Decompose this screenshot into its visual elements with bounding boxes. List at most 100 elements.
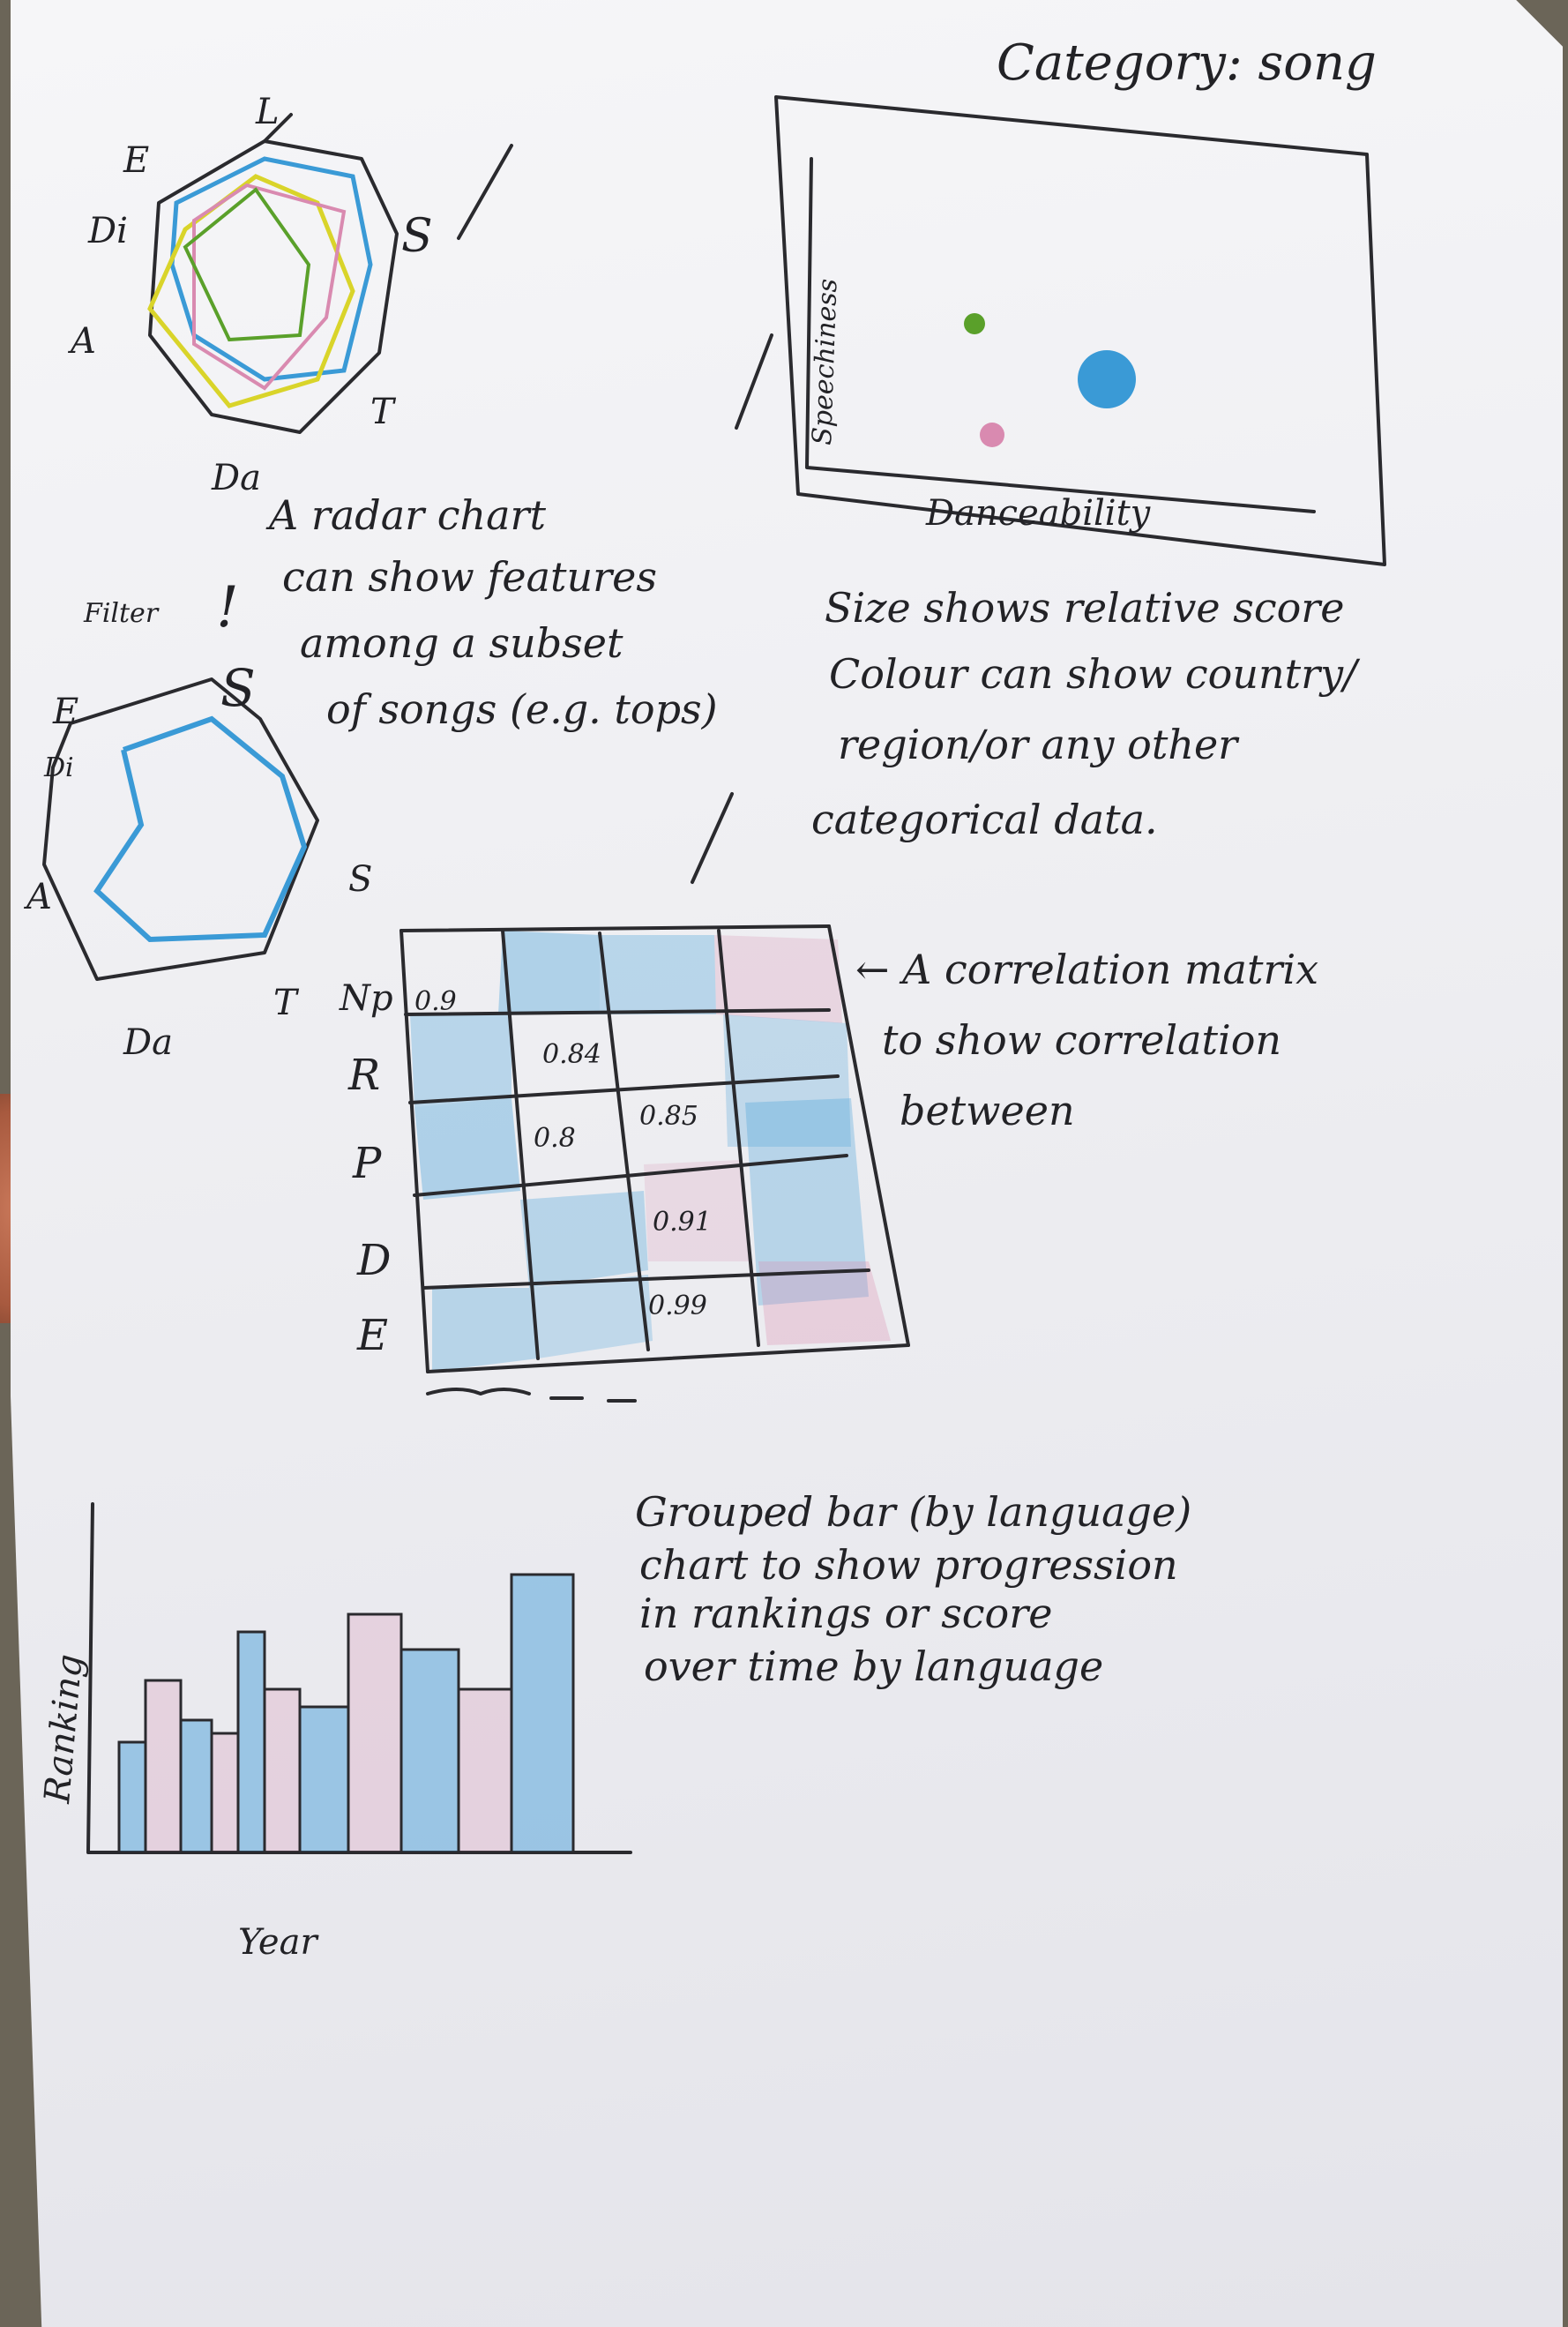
scatter-note-line-2: Colour can show country/ — [829, 650, 1361, 698]
filter-label: Filter — [83, 598, 160, 629]
radar-1-axis-a: A — [67, 321, 96, 362]
matrix-cell: 0.85 — [639, 1101, 698, 1132]
matrix-note-line-3: between — [900, 1087, 1075, 1134]
matrix-cell: 0.9 — [414, 986, 457, 1017]
bar-blue — [510, 1573, 575, 1854]
radar-1-series-pink — [192, 183, 347, 391]
matrix-note: ← A correlation matrix to show correlati… — [855, 946, 1318, 1134]
divider-stroke-2 — [691, 792, 734, 884]
scatter-frame — [774, 95, 1386, 566]
radar-chart-1: L S T Da A Di E — [67, 92, 433, 498]
scatter-note-line-4: categorical data. — [811, 796, 1158, 843]
paper-sheet — [11, 0, 1563, 2327]
bar-blue — [179, 1718, 213, 1854]
matrix-shade — [529, 1275, 653, 1358]
radar-1-tick — [263, 113, 293, 143]
radar-1-axis-e: E — [123, 140, 149, 181]
bar-note: Grouped bar (by language) chart to show … — [635, 1488, 1191, 1690]
scatter-side-stroke — [735, 333, 773, 430]
scatter-plot: Danceability Speechiness — [735, 95, 1386, 566]
radar-1-series-yellow — [147, 174, 355, 408]
radar-2-axis-a: A — [23, 877, 52, 917]
radar-2-series-blue — [93, 715, 308, 943]
radar-2-axis-e: E — [52, 692, 78, 732]
bar-pink — [457, 1687, 513, 1854]
bar-note-line-3: in rankings or score — [639, 1590, 1052, 1637]
matrix-gridline — [501, 929, 540, 1360]
matrix-row-d: D — [356, 1236, 391, 1285]
matrix-note-line-2: to show correlation — [882, 1016, 1281, 1064]
scatter-y-label: Speechiness — [807, 278, 844, 445]
category-heading: Category: song — [997, 34, 1377, 92]
radar-1-outline — [148, 139, 399, 434]
radar-1-axis-di: Di — [87, 211, 128, 251]
matrix-shade — [414, 1098, 520, 1200]
bar-chart-y-label: Ranking — [37, 1652, 91, 1805]
scatter-point-green — [964, 313, 985, 334]
matrix-shade — [714, 935, 842, 1023]
matrix-row-r: R — [347, 1051, 380, 1100]
radar-note-line-3: among a subset — [300, 619, 623, 667]
matrix-underline — [426, 1388, 637, 1403]
scatter-point-pink — [980, 423, 1004, 447]
matrix-gridline — [399, 924, 831, 932]
bar-blue — [117, 1740, 147, 1854]
radar-2-outline — [42, 677, 319, 981]
radar-2-axis-s2: S — [348, 859, 372, 900]
scatter-note: Size shows relative score Colour can sho… — [811, 584, 1361, 843]
radar-1-axis-da: Da — [211, 458, 261, 498]
scatter-point-blue — [1078, 350, 1136, 408]
matrix-cell: 0.8 — [534, 1123, 576, 1154]
matrix-shade — [758, 1261, 891, 1345]
bar-note-line-4: over time by language — [644, 1642, 1103, 1690]
radar-2-axis-t: T — [273, 983, 300, 1023]
bar-pink — [263, 1687, 302, 1854]
matrix-cell: 0.84 — [542, 1039, 601, 1070]
radar-note-line-1: A radar chart — [265, 491, 547, 539]
scatter-axes — [805, 157, 1316, 513]
matrix-shade — [410, 1014, 511, 1107]
matrix-gridline — [717, 929, 760, 1347]
bar-pink — [144, 1679, 183, 1854]
matrix-row-p: P — [352, 1139, 382, 1188]
bar-pink — [347, 1612, 403, 1854]
radar-note: A radar chart can show features among a … — [265, 491, 718, 733]
correlation-matrix: Np R P D E 0.9 0.84 0.8 0.85 0.91 0.99 — [339, 924, 910, 1403]
scatter-note-line-3: region/or any other — [838, 721, 1240, 768]
matrix-cell: 0.99 — [648, 1291, 707, 1321]
matrix-gridline — [598, 932, 650, 1351]
matrix-shade — [600, 935, 716, 1014]
bar-chart-bars — [117, 1573, 575, 1854]
matrix-shade — [498, 931, 600, 1014]
bar-blue — [236, 1630, 266, 1854]
radar-1-axis-s: S — [401, 210, 433, 263]
matrix-shade — [520, 1191, 648, 1288]
radar-2-axis-s1: S — [220, 658, 256, 718]
bar-blue — [298, 1705, 350, 1854]
matrix-gridline — [827, 924, 910, 1347]
scatter-x-label: Danceability — [925, 493, 1152, 534]
matrix-gridline — [422, 1268, 870, 1290]
divider-stroke-1 — [457, 144, 513, 240]
radar-2-axis-da: Da — [123, 1022, 173, 1063]
matrix-note-line-1: ← A correlation matrix — [855, 946, 1318, 993]
matrix-row-e: E — [356, 1311, 388, 1360]
bar-note-line-2: chart to show progression — [639, 1541, 1178, 1589]
radar-1-series-blue — [169, 156, 373, 382]
radar-chart-2: S S T Da A Di E — [23, 658, 372, 1063]
grouped-bar-chart: Ranking Year — [37, 1502, 632, 1963]
radar-note-line-2: can show features — [282, 553, 657, 601]
matrix-gridline — [408, 1074, 840, 1104]
bar-blue — [399, 1648, 460, 1854]
matrix-shade — [745, 1098, 869, 1306]
radar-1-series-green — [183, 187, 311, 342]
matrix-cell: 0.91 — [653, 1207, 712, 1238]
matrix-gridline — [413, 1154, 848, 1197]
matrix-shade — [644, 1160, 750, 1261]
bar-pink — [210, 1732, 240, 1854]
radar-1-axis-t: T — [370, 392, 397, 432]
radar-note-line-4: of songs (e.g. tops) — [326, 685, 718, 733]
scatter-note-line-1: Size shows relative score — [825, 584, 1345, 632]
